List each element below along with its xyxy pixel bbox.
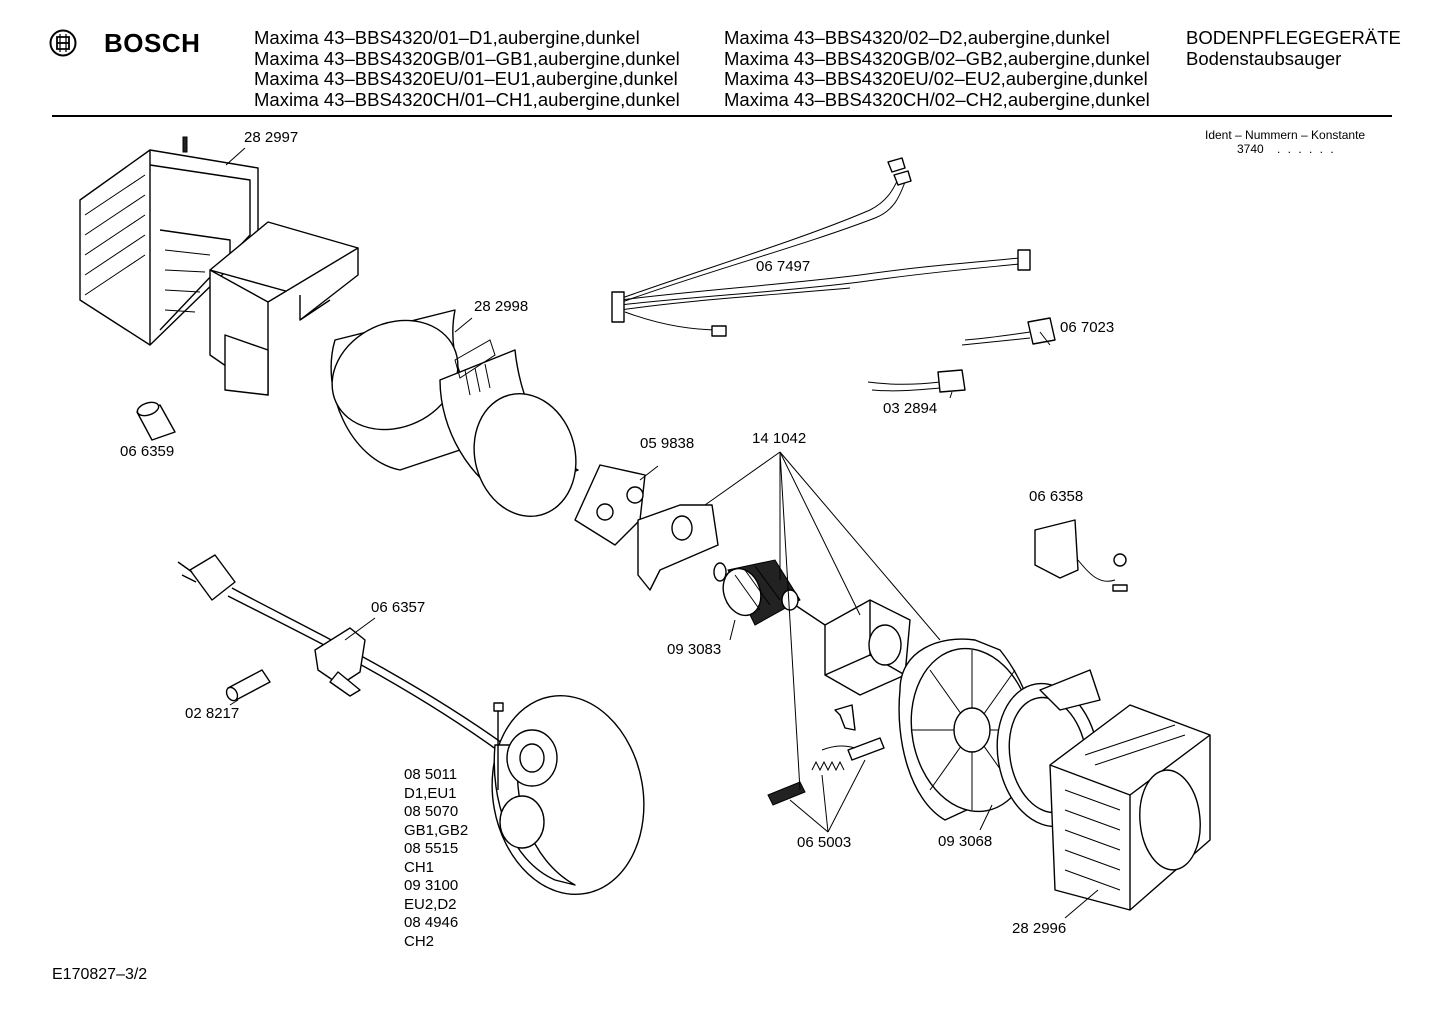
label-282998: 28 2998 (474, 298, 529, 315)
variant-line: EU2,D2 (404, 895, 457, 913)
ident-label: Ident – Nummern – Konstante (1205, 128, 1366, 142)
label-cord-variants: 08 5011 D1,EU1 08 5070 GB1,GB2 08 5515 C… (404, 766, 468, 951)
label-066357: 06 6357 (371, 599, 426, 616)
model-line: Maxima 43–BBS4320/01–D1,aubergine,dunkel (254, 27, 640, 48)
part-cord-reel (491, 694, 645, 896)
model-line: Maxima 43–BBS4320EU/01–EU1,aubergine,dun… (254, 68, 678, 89)
brand-name: BOSCH (104, 28, 201, 58)
label-093083: 09 3083 (667, 641, 722, 658)
part-cylinder-filter (330, 309, 579, 517)
part-connector-032894 (867, 369, 966, 393)
part-bearing-shield (637, 504, 719, 591)
part-connector-067023 (961, 317, 1056, 346)
variant-line: GB1,GB2 (404, 821, 469, 839)
label-028217: 02 8217 (185, 705, 240, 722)
model-line: Maxima 43–BBS4320/02–D2,aubergine,dunkel (724, 27, 1110, 48)
part-small-cylinder (136, 401, 176, 441)
variant-line: 09 3100 (404, 877, 459, 894)
bosch-logo (49, 29, 77, 57)
label-093068: 09 3068 (938, 833, 993, 850)
variant-line: 08 4946 (404, 914, 459, 931)
label-059838: 05 9838 (640, 435, 695, 452)
variant-line: 08 5515 (404, 840, 459, 857)
part-strain-relief (314, 627, 366, 697)
label-282996: 28 2996 (1012, 920, 1067, 937)
variant-line: 08 5011 (404, 766, 458, 783)
variant-line: CH1 (404, 858, 435, 876)
model-line: Maxima 43–BBS4320EU/02–EU2,aubergine,dun… (724, 68, 1148, 89)
part-field-coil (824, 599, 911, 696)
model-list-right: Maxima 43–BBS4320/02–D2,aubergine,dunkel… (724, 27, 1150, 110)
label-065003: 06 5003 (797, 834, 852, 851)
part-suppressor (1034, 519, 1128, 592)
model-line: Maxima 43–BBS4320GB/02–GB2,aubergine,dun… (724, 47, 1150, 69)
variant-line: 08 5070 (404, 803, 459, 820)
model-list-left: Maxima 43–BBS4320/01–D1,aubergine,dunkel… (254, 27, 680, 110)
label-066359: 06 6359 (120, 443, 175, 460)
part-brush-holder (574, 464, 646, 546)
model-line: Maxima 43–BBS4320CH/02–CH2,aubergine,dun… (724, 88, 1150, 110)
label-141042: 14 1042 (752, 430, 807, 447)
label-066358: 06 6358 (1029, 488, 1084, 505)
label-282997: 28 2997 (244, 129, 299, 146)
part-pin (225, 669, 271, 702)
label-067023: 06 7023 (1060, 319, 1115, 336)
part-armature (713, 559, 826, 626)
header-divider (52, 115, 1392, 117)
category-subtitle: Bodenstaubsauger (1186, 47, 1342, 69)
label-032894: 03 2894 (883, 400, 938, 417)
variant-line: CH2 (404, 932, 435, 950)
drawing-code: E170827–3/2 (52, 966, 148, 983)
model-line: Maxima 43–BBS4320GB/01–GB1,aubergine,dun… (254, 47, 680, 69)
category-title: BODENPFLEGEGERÄTE (1186, 27, 1401, 48)
leader-lines (225, 147, 1099, 919)
ident-value: 3740 (1237, 142, 1264, 156)
model-line: Maxima 43–BBS4320CH/01–CH1,aubergine,dun… (254, 88, 680, 110)
part-duct (209, 221, 359, 396)
label-067497: 06 7497 (756, 258, 811, 275)
variant-line: D1,EU1 (404, 784, 457, 802)
category-block: BODENPFLEGEGERÄTE Bodenstaubsauger (1186, 27, 1401, 69)
ident-dots: . . . . . . (1277, 142, 1336, 156)
part-brushes (767, 704, 885, 806)
part-frame-front (1049, 704, 1211, 911)
part-cable-harness (611, 157, 1031, 337)
